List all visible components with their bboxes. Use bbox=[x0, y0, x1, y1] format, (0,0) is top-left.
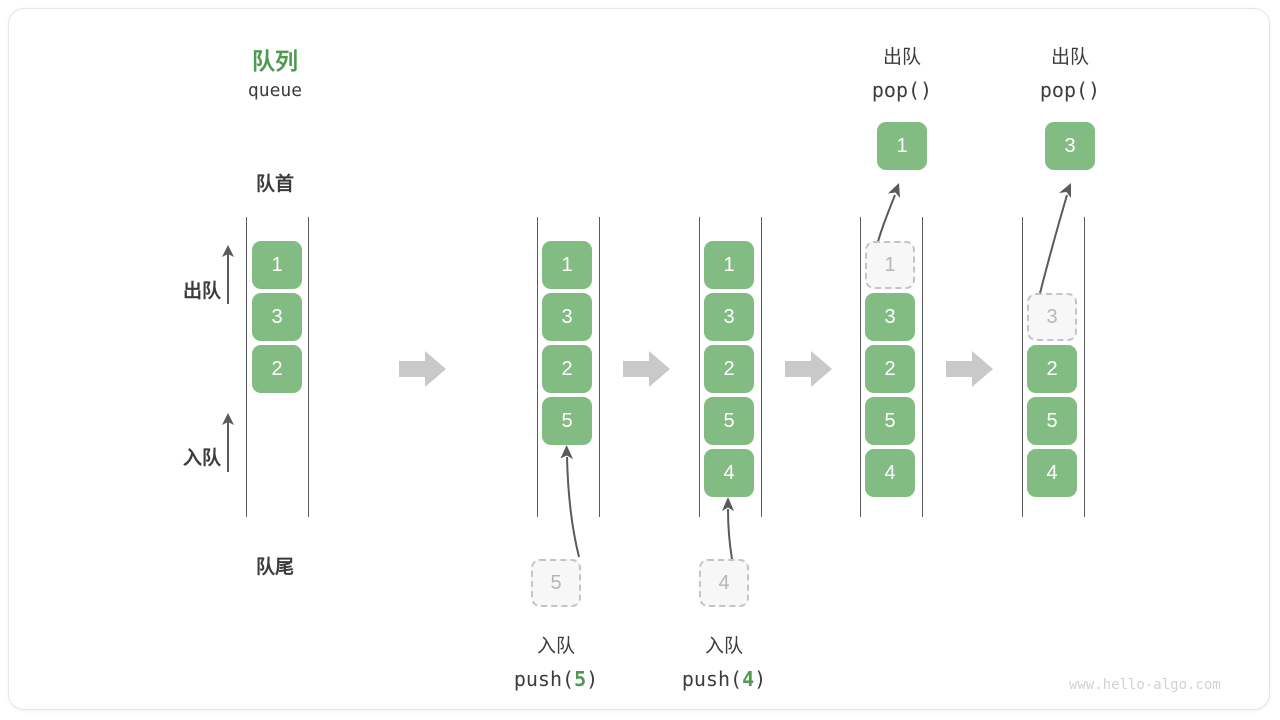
push4-code-value: 4 bbox=[742, 667, 755, 691]
push4-code-suffix: ) bbox=[754, 667, 767, 691]
push5-caption-cn: 入队 bbox=[536, 636, 575, 657]
watermark: www.hello-algo.com bbox=[1069, 677, 1221, 693]
step-arrow-icon bbox=[623, 351, 670, 387]
enqueue-label: 入队 bbox=[182, 448, 221, 469]
page-title: 队列 bbox=[252, 48, 298, 74]
push5-code-value: 5 bbox=[574, 667, 587, 691]
push4-code-prefix: push( bbox=[681, 667, 743, 691]
queue-cell: 4 bbox=[1027, 449, 1077, 497]
front-label: 队首 bbox=[255, 174, 294, 195]
queue-cell-ghost: 1 bbox=[865, 241, 915, 289]
push5-caption-code: push(5) bbox=[486, 667, 626, 691]
queue-cell: 3 bbox=[542, 293, 592, 341]
queue-rail-right-5 bbox=[1084, 217, 1085, 517]
queue-cell: 2 bbox=[1027, 345, 1077, 393]
queue-cell: 1 bbox=[542, 241, 592, 289]
queue-cell: 2 bbox=[252, 345, 302, 393]
queue-cell: 5 bbox=[542, 397, 592, 445]
push4-caption-cn: 入队 bbox=[704, 636, 743, 657]
enqueue-arrow-icon bbox=[222, 413, 234, 472]
queue-cell: 4 bbox=[704, 449, 754, 497]
pop3-caption-code: pop() bbox=[1039, 78, 1101, 102]
queue-cell-ghost: 3 bbox=[1027, 293, 1077, 341]
queue-cell: 5 bbox=[865, 397, 915, 445]
queue-cell: 5 bbox=[1027, 397, 1077, 445]
queue-rail-right-2 bbox=[599, 217, 600, 517]
queue-rail-left-3 bbox=[699, 217, 700, 517]
queue-rail-left-2 bbox=[537, 217, 538, 517]
push-arrow-icon bbox=[722, 497, 734, 560]
push-arrow-icon bbox=[560, 445, 580, 558]
queue-rail-left-4 bbox=[860, 217, 861, 517]
queue-cell: 3 bbox=[704, 293, 754, 341]
push5-code-suffix: ) bbox=[586, 667, 599, 691]
dequeue-arrow-icon bbox=[222, 245, 234, 304]
incoming-ghost-cell: 4 bbox=[699, 559, 749, 607]
queue-cell: 4 bbox=[865, 449, 915, 497]
rear-label: 队尾 bbox=[255, 557, 294, 578]
pop1-caption-cn: 出队 bbox=[882, 47, 921, 68]
queue-cell: 3 bbox=[252, 293, 302, 341]
queue-cell: 5 bbox=[704, 397, 754, 445]
queue-cell: 2 bbox=[865, 345, 915, 393]
queue-rail-left-1 bbox=[246, 217, 247, 517]
queue-cell: 3 bbox=[865, 293, 915, 341]
step-arrow-icon bbox=[785, 351, 832, 387]
queue-cell: 1 bbox=[704, 241, 754, 289]
pop-arrow-icon bbox=[1036, 183, 1071, 306]
diagram-card: 队列 queue 队首 1 3 2 出队 入队 队尾 1 3 2 5 5 入队 … bbox=[8, 8, 1270, 710]
queue-cell: 1 bbox=[252, 241, 302, 289]
push4-caption-code: push(4) bbox=[654, 667, 794, 691]
page-subtitle: queue bbox=[247, 80, 303, 101]
step-arrow-icon bbox=[946, 351, 993, 387]
popped-cell: 1 bbox=[877, 122, 927, 170]
queue-rail-right-1 bbox=[308, 217, 309, 517]
queue-cell: 2 bbox=[704, 345, 754, 393]
step-arrow-icon bbox=[399, 351, 446, 387]
queue-cell: 2 bbox=[542, 345, 592, 393]
incoming-ghost-cell: 5 bbox=[531, 559, 581, 607]
queue-rail-right-4 bbox=[922, 217, 923, 517]
push5-code-prefix: push( bbox=[513, 667, 575, 691]
pop1-caption-code: pop() bbox=[871, 78, 933, 102]
pop3-caption-cn: 出队 bbox=[1050, 47, 1089, 68]
dequeue-label: 出队 bbox=[182, 281, 221, 302]
queue-rail-right-3 bbox=[761, 217, 762, 517]
popped-cell: 3 bbox=[1045, 122, 1095, 170]
queue-rail-left-5 bbox=[1022, 217, 1023, 517]
